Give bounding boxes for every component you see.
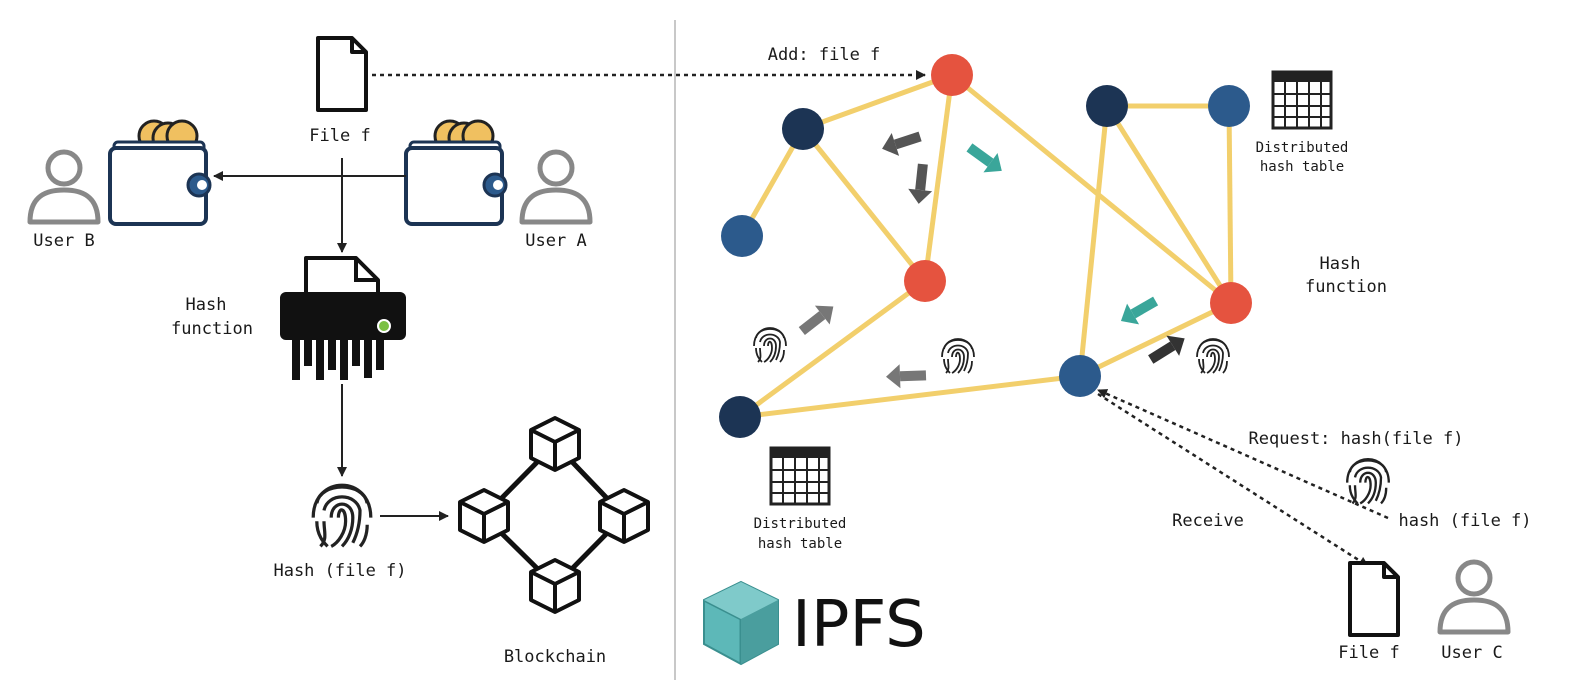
user-b-icon: [30, 152, 98, 222]
network-node: [1086, 85, 1128, 127]
request-label: Request: hash(file f): [1249, 429, 1464, 449]
blockchain-label: Blockchain: [504, 647, 606, 667]
network-node: [904, 260, 946, 302]
table-icon: [769, 446, 831, 506]
network-node: [1059, 355, 1101, 397]
file-label: File f: [309, 126, 370, 146]
network-node: [719, 396, 761, 438]
user-a-icon: [522, 152, 590, 222]
user-b-label: User B: [33, 231, 94, 251]
user-c-label: User C: [1441, 643, 1502, 663]
hash-label: Hash (file f): [273, 561, 406, 581]
fingerprint-icon: [311, 483, 373, 549]
fingerprint-icon: [941, 338, 975, 374]
network-edges: [738, 72, 1234, 420]
file-icon: [316, 36, 368, 112]
hash-file-label: hash (file f): [1398, 511, 1531, 531]
network-node: [1210, 282, 1252, 324]
blockchain-icon: [458, 416, 650, 614]
network-node: [782, 108, 824, 150]
hash-function-label: function: [171, 319, 253, 339]
hash-function-label: function: [1305, 277, 1387, 297]
network-node: [1208, 85, 1250, 127]
network-node: [931, 54, 973, 96]
request-arrow: [1097, 388, 1389, 520]
ipfs-logo-text: IPFS: [792, 588, 926, 662]
dht-label: Distributed: [754, 516, 847, 532]
add-file-label: Add: file f: [768, 45, 881, 65]
wallet-icon: [108, 119, 212, 226]
fingerprint-icon: [1346, 458, 1390, 505]
wallet-icon: [404, 119, 508, 226]
flow-arrows: [798, 131, 1185, 389]
file-c-label: File f: [1338, 643, 1399, 663]
hash-function-label: Hash: [186, 295, 227, 315]
dht-label: hash table: [1260, 159, 1344, 175]
hash-function-label: Hash: [1320, 254, 1361, 274]
dht-label: Distributed: [1256, 140, 1349, 156]
user-a-label: User A: [525, 231, 586, 251]
shredder-icon: [280, 256, 406, 380]
ipfs-cube-icon: [703, 580, 779, 666]
receive-label: Receive: [1172, 511, 1244, 531]
network-node: [721, 215, 763, 257]
dht-label: hash table: [758, 536, 842, 552]
table-icon: [1271, 70, 1333, 130]
receive-arrow: [1097, 392, 1369, 568]
file-icon: [1348, 561, 1400, 637]
fingerprint-icon: [753, 327, 787, 363]
fingerprint-icon: [1196, 338, 1230, 374]
user-c-icon: [1440, 562, 1508, 632]
